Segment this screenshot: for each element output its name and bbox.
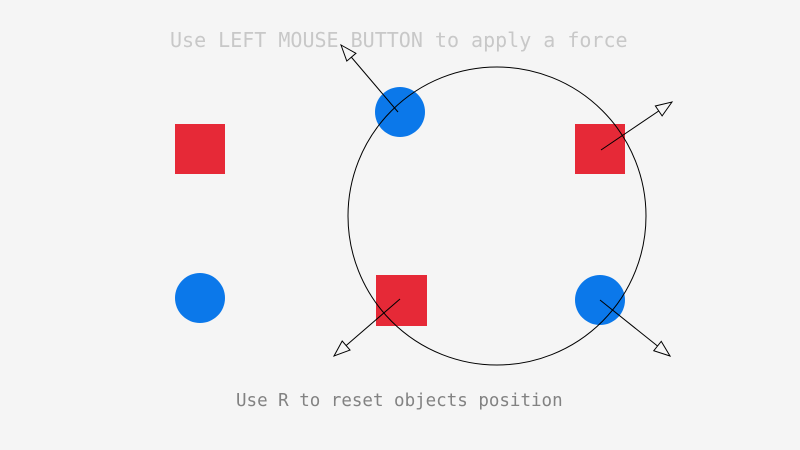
- red-box[interactable]: [575, 124, 625, 174]
- blue-ball[interactable]: [175, 273, 225, 323]
- force-arrow-head: [332, 340, 351, 357]
- force-arrow-head: [654, 101, 674, 117]
- red-box[interactable]: [376, 275, 427, 326]
- force-arrow-head: [340, 43, 357, 62]
- hint-reset-objects: Use R to reset objects position: [236, 391, 563, 411]
- hint-apply-force: Use LEFT MOUSE BUTTON to apply a force: [170, 28, 628, 52]
- boundary-circle: [347, 66, 647, 366]
- force-arrow-head: [652, 340, 672, 357]
- red-box[interactable]: [175, 124, 225, 174]
